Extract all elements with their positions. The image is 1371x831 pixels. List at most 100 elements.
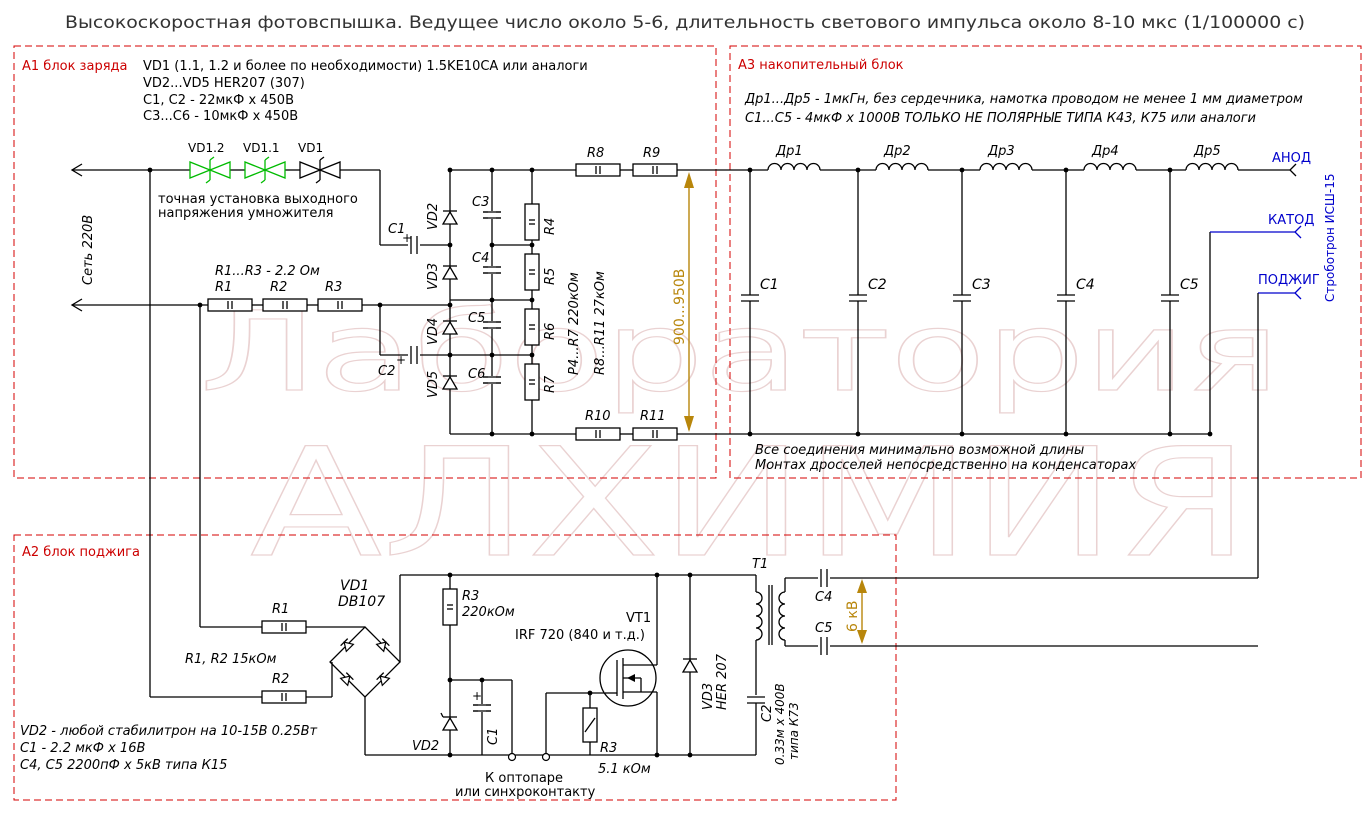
kv-dimension: 6 кВ xyxy=(845,579,867,644)
diode-icon-vd3 xyxy=(442,265,458,280)
svg-text:+: + xyxy=(472,689,482,703)
a3-title: А3 накопительный блок xyxy=(738,58,904,73)
res-values-2: R8...R11 27кОм xyxy=(593,271,608,375)
t1-label: T1 xyxy=(752,557,768,572)
r1-label: R1 xyxy=(215,280,232,295)
vd12-label: VD1.2 xyxy=(188,141,225,155)
inductor-icon-1 xyxy=(767,162,821,171)
block-a3-frame xyxy=(729,45,1362,479)
resistor-icon-r7 xyxy=(524,363,540,401)
r2-label: R2 xyxy=(270,280,287,295)
opto-label-1: К оптопаре xyxy=(485,771,563,786)
opto-terminal-icon-1 xyxy=(507,752,517,762)
opto-terminal-icon-2 xyxy=(541,752,551,762)
zener-note-1: точная установка выходного xyxy=(158,192,358,207)
output-trigger: ПОДЖИГ xyxy=(1258,273,1320,288)
r3-label: R3 xyxy=(325,280,342,295)
zener-note-2: напряжения умножителя xyxy=(158,206,333,221)
inductor-label-3: Др3 xyxy=(987,144,1015,159)
voltage-label: 900...950В xyxy=(672,269,688,345)
diode-icon-a2-vd3 xyxy=(682,658,698,673)
diagram-title: Высокоскоростная фотовспышка. Ведущее чи… xyxy=(65,13,1305,33)
resistor-icon-a2-r2 xyxy=(261,690,307,704)
a3-cap-label-2: C2 xyxy=(868,277,887,293)
resistor-icon-a2-r3 xyxy=(442,588,458,626)
a1-title: А1 блок заряда xyxy=(22,59,127,74)
inductor-icon-2 xyxy=(875,162,929,171)
a2-vd2-label: VD2 xyxy=(412,739,439,754)
a2-r3-value: 220кОм xyxy=(462,605,515,620)
a2-c1-label: C1 xyxy=(486,728,501,745)
vd3-label: VD3 xyxy=(426,263,441,290)
a2-rb-value: 5.1 кОм xyxy=(598,762,651,777)
a1-note-3: C1, C2 - 22мкФ x 450В xyxy=(143,93,294,108)
vt1-label: VT1 xyxy=(626,611,651,626)
inductor-icon-5 xyxy=(1185,162,1239,171)
block-a1-frame xyxy=(13,45,717,479)
inductor-icon-4 xyxy=(1083,162,1137,171)
c4-label: C4 xyxy=(472,251,489,266)
c5-label: C5 xyxy=(468,311,485,326)
output-cathode: КАТОД xyxy=(1268,213,1314,228)
a3-bottom-note-1: Все соединения минимально возможной длин… xyxy=(755,443,1084,458)
irf-label: IRF 720 (840 и т.д.) xyxy=(515,628,645,643)
a2-note-1: VD2 - любой стабилитрон на 10-15В 0.25Вт xyxy=(20,724,318,739)
block-a3: А3 накопительный блок Др1...Др5 - 1мкГн,… xyxy=(738,58,1337,473)
vd1-label: VD1 xyxy=(298,141,323,155)
mosfet-icon xyxy=(599,575,658,755)
vd11-label: VD1.1 xyxy=(243,141,280,155)
a3-cap-label-4: C4 xyxy=(1076,277,1095,293)
a2-vd3-label: VD3 xyxy=(701,683,716,710)
mains-label: Сеть 220В xyxy=(81,215,96,285)
block-a1: А1 блок заряда VD1 (1.1, 1.2 и более по … xyxy=(22,59,748,441)
zener-icon-vd11 xyxy=(244,156,286,184)
a1-note-4: C3...C6 - 10мкФ x 450В xyxy=(143,109,298,124)
svg-text:+: + xyxy=(402,231,412,245)
zener-icon-a2-vd2 xyxy=(440,712,459,731)
zener-icon-vd12 xyxy=(189,156,231,184)
zener-icon-vd1 xyxy=(299,156,341,184)
vd5-label: VD5 xyxy=(426,371,441,398)
block-a2-frame xyxy=(13,534,897,801)
a2-title: А2 блок поджига xyxy=(22,545,140,560)
c1-label: C1 xyxy=(388,222,405,237)
a3-cap-label-1: C1 xyxy=(760,277,779,293)
r6-label: R6 xyxy=(543,323,558,340)
c2-label: C2 xyxy=(378,364,395,379)
transformer-icon xyxy=(768,585,786,646)
a2-r3-label: R3 xyxy=(462,589,479,604)
a2-c5-label: C5 xyxy=(815,621,832,636)
svg-text:+: + xyxy=(396,353,406,367)
res-values-1: P4...R7 220кОм xyxy=(567,272,582,375)
a2-note-3: C4, C5 2200пФ x 5кВ типа К15 xyxy=(20,758,227,773)
capacitor-icon-a2-c2 xyxy=(746,696,766,704)
opto-label-2: или синхроконтакту xyxy=(455,785,596,800)
a3-note-2: C1...C5 - 4мкФ x 1000В ТОЛЬКО НЕ ПОЛЯРНЫ… xyxy=(745,111,1256,126)
a3-cap-label-3: C3 xyxy=(972,277,991,293)
res-group-label: R1...R3 - 2.2 Ом xyxy=(215,264,320,279)
r7-label: R7 xyxy=(543,375,558,393)
r11-label: R11 xyxy=(640,409,666,424)
watermark-line2: АЛХИМИЯ xyxy=(250,417,1250,591)
voltage-dimension: 900...950В xyxy=(672,172,694,432)
vd2-label: VD2 xyxy=(426,203,441,230)
a2-c2-value: 0.33м x 400В xyxy=(773,683,787,765)
resistor-icon-r4 xyxy=(524,203,540,241)
inductor-label-1: Др1 xyxy=(775,144,803,159)
capacitor-icon-a2-c5 xyxy=(820,636,828,656)
diode-icon-vd2 xyxy=(442,210,458,225)
a2-rb-label: R3 xyxy=(600,741,617,756)
a3-cap-label-5: C5 xyxy=(1180,277,1199,293)
a2-note-2: C1 - 2.2 мкФ x 16В xyxy=(20,741,145,756)
r9-label: R9 xyxy=(643,146,660,161)
inductor-label-4: Др4 xyxy=(1091,144,1119,159)
a1-note-2: VD2...VD5 HER207 (307) xyxy=(143,76,305,91)
c3-label: C3 xyxy=(472,195,489,210)
vd4-label: VD4 xyxy=(426,318,441,345)
r4-label: R4 xyxy=(543,218,558,235)
a2-c2-label: C2 xyxy=(760,705,775,722)
tube-label: Стробoтрон ИСШ-15 xyxy=(1323,174,1337,302)
resistor-icon-r6 xyxy=(524,308,540,346)
a2-her-label: HER 207 xyxy=(715,653,730,710)
